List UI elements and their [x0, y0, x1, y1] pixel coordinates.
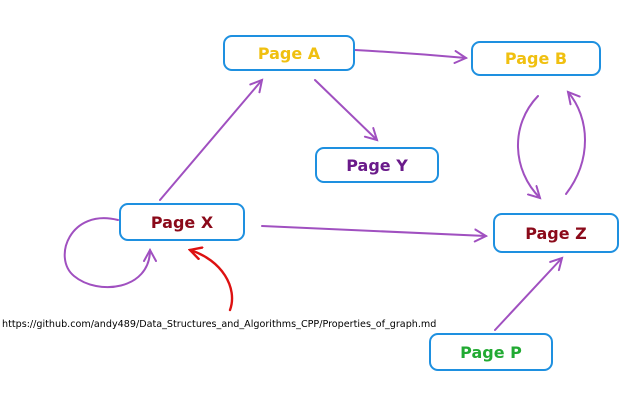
edge-b-to-z — [517, 95, 540, 198]
page-p-label: Page P — [460, 343, 522, 362]
node-page-b[interactable]: Page B — [471, 41, 601, 76]
node-page-a[interactable]: Page A — [223, 35, 355, 71]
edge-x-self-loop — [63, 217, 150, 289]
edge-z-to-b — [565, 92, 586, 195]
page-a-label: Page A — [258, 44, 321, 63]
page-x-label: Page X — [151, 213, 214, 232]
node-page-p[interactable]: Page P — [429, 333, 553, 371]
edge-x-to-a — [159, 80, 262, 201]
edge-x-to-z — [261, 225, 486, 236]
edge-a-to-b — [354, 49, 466, 58]
page-z-label: Page Z — [525, 224, 587, 243]
edge-a-to-y — [314, 79, 377, 140]
edge-p-to-z — [494, 258, 562, 331]
page-b-label: Page B — [505, 49, 567, 68]
node-page-z[interactable]: Page Z — [493, 213, 619, 253]
node-page-y[interactable]: Page Y — [315, 147, 439, 183]
source-url: https://github.com/andy489/Data_Structur… — [2, 319, 436, 330]
edges — [63, 49, 586, 331]
pointer-arrow — [190, 250, 234, 312]
page-y-label: Page Y — [346, 156, 408, 175]
node-page-x[interactable]: Page X — [119, 203, 245, 241]
